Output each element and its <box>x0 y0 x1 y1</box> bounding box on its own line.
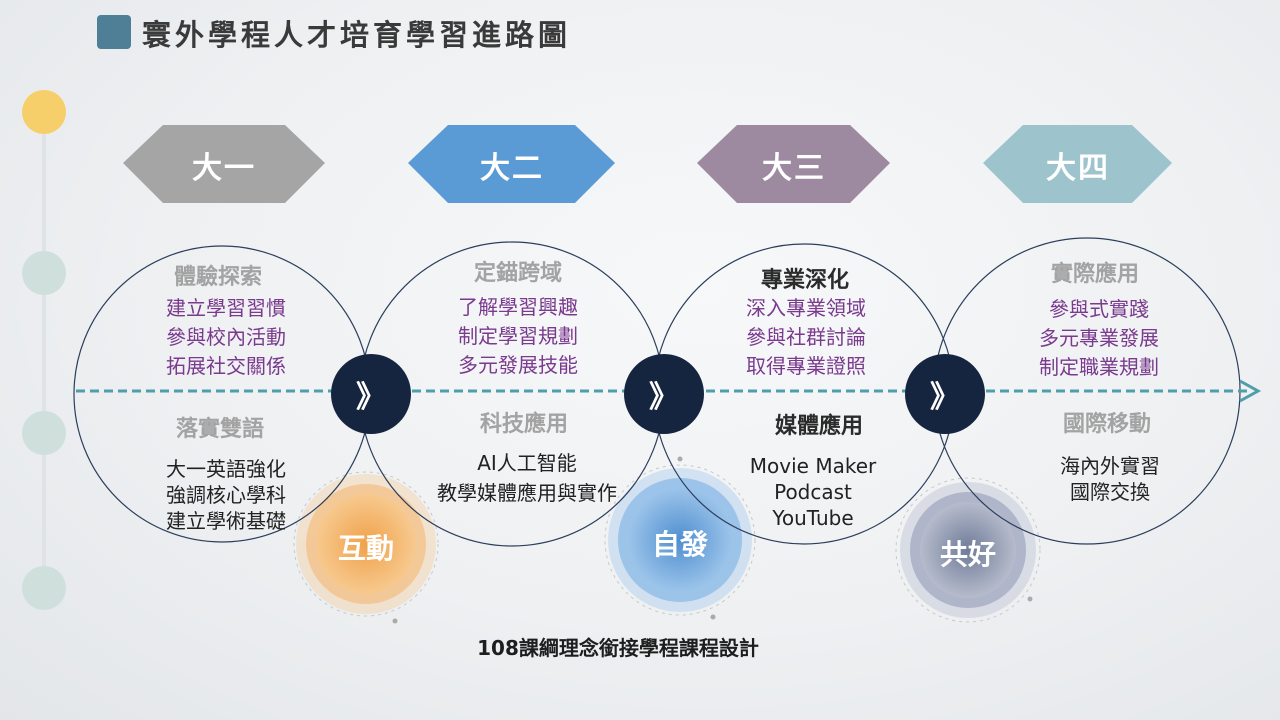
stage1-top-item: 建立學習習慣 <box>166 296 286 320</box>
stage3-bottom-item: Podcast <box>774 480 852 504</box>
concept-glow-1 <box>293 471 439 624</box>
stage4-bottom-list: 海內外實習 國際交換 <box>1000 453 1220 505</box>
stage2-top-item: 多元發展技能 <box>458 353 578 377</box>
stage4-top-heading: 實際應用 <box>1050 262 1139 287</box>
stage1-top-item: 拓展社交關係 <box>166 354 286 378</box>
timeline-dot-2 <box>22 251 66 295</box>
stage3-top-list: 深入專業領域 參與社群討論 取得專業證照 <box>696 294 916 381</box>
stage2-top-list: 了解學習興趣 制定學習規劃 多元發展技能 <box>408 293 628 380</box>
stage1-bottom-item: 大一英語強化 <box>166 457 286 481</box>
concept-glow-2 <box>604 456 756 620</box>
timeline-line <box>42 112 46 590</box>
stage1-bottom-list: 大一英語強化 強調核心學科 建立學術基礎 <box>116 456 336 534</box>
year-label-1: 大一 <box>192 151 256 186</box>
concept-label-3: 共好 <box>939 538 996 571</box>
stage2-bottom-item: AI人工智能 <box>477 451 577 475</box>
connector-badge-1: 》 <box>331 354 411 434</box>
stage2-top-item: 了解學習興趣 <box>458 295 578 319</box>
stage3-bottom-heading: 媒體應用 <box>774 414 863 439</box>
stage1-bottom-item: 強調核心學科 <box>166 483 286 507</box>
progress-arrow-head <box>1239 379 1262 403</box>
year-hexagon-3 <box>697 125 890 203</box>
year-hexagon-4 <box>983 125 1172 203</box>
year-hexagon-2 <box>408 125 615 203</box>
stage4-bottom-item: 國際交換 <box>1070 480 1150 504</box>
stage3-bottom-list: Movie Maker Podcast YouTube <box>703 453 923 531</box>
stage1-top-heading: 體驗探索 <box>173 265 262 290</box>
timeline-dot-1 <box>22 90 66 134</box>
stage3-bottom-item: YouTube <box>772 506 854 530</box>
concept-label-2: 自發 <box>651 528 708 561</box>
page-title: 寰外學程人才培育學習進路圖 <box>142 18 572 52</box>
title-icon <box>97 15 131 49</box>
stage1-bottom-item: 建立學術基礎 <box>166 509 286 533</box>
stage1-top-list: 建立學習習慣 參與校內活動 拓展社交關係 <box>116 294 336 381</box>
stage4-top-list: 參與式實踐 多元專業發展 制定職業規劃 <box>989 295 1209 382</box>
stage1-bottom-heading: 落實雙語 <box>175 417 264 442</box>
concept-glow-3 <box>895 477 1041 623</box>
stage2-bottom-list: AI人工智能 教學媒體應用與實作 <box>412 450 642 506</box>
stage2-bottom-item: 教學媒體應用與實作 <box>437 481 617 505</box>
stage1-top-item: 參與校內活動 <box>166 325 286 349</box>
timeline-dot-4 <box>22 566 66 610</box>
connector-badge-2: 》 <box>624 354 704 434</box>
timeline-dot-3 <box>22 411 66 455</box>
year-label-2: 大二 <box>480 151 544 186</box>
stage4-bottom-heading: 國際移動 <box>1062 412 1151 437</box>
stage2-bottom-heading: 科技應用 <box>479 412 568 437</box>
year-label-4: 大四 <box>1046 151 1110 186</box>
year-label-3: 大三 <box>762 151 826 186</box>
stage3-top-item: 深入專業領域 <box>746 296 866 320</box>
stage2-top-item: 制定學習規劃 <box>458 324 578 348</box>
stage3-top-item: 取得專業證照 <box>746 354 866 378</box>
stage3-top-heading: 專業深化 <box>760 268 849 293</box>
stage4-bottom-item: 海內外實習 <box>1060 454 1160 478</box>
stage4-top-item: 參與式實踐 <box>1049 297 1149 321</box>
stage3-bottom-item: Movie Maker <box>749 454 877 478</box>
stage4-top-item: 制定職業規劃 <box>1039 355 1159 379</box>
connector-badge-3: 》 <box>905 354 985 434</box>
concept-label-1: 互動 <box>337 532 394 565</box>
stage3-top-item: 參與社群討論 <box>746 325 866 349</box>
stage4-top-item: 多元專業發展 <box>1039 326 1159 350</box>
footer-caption: 108課綱理念銜接學程課程設計 <box>477 636 759 660</box>
year-hexagon-1 <box>123 125 325 203</box>
stage2-top-heading: 定錨跨域 <box>473 261 562 286</box>
